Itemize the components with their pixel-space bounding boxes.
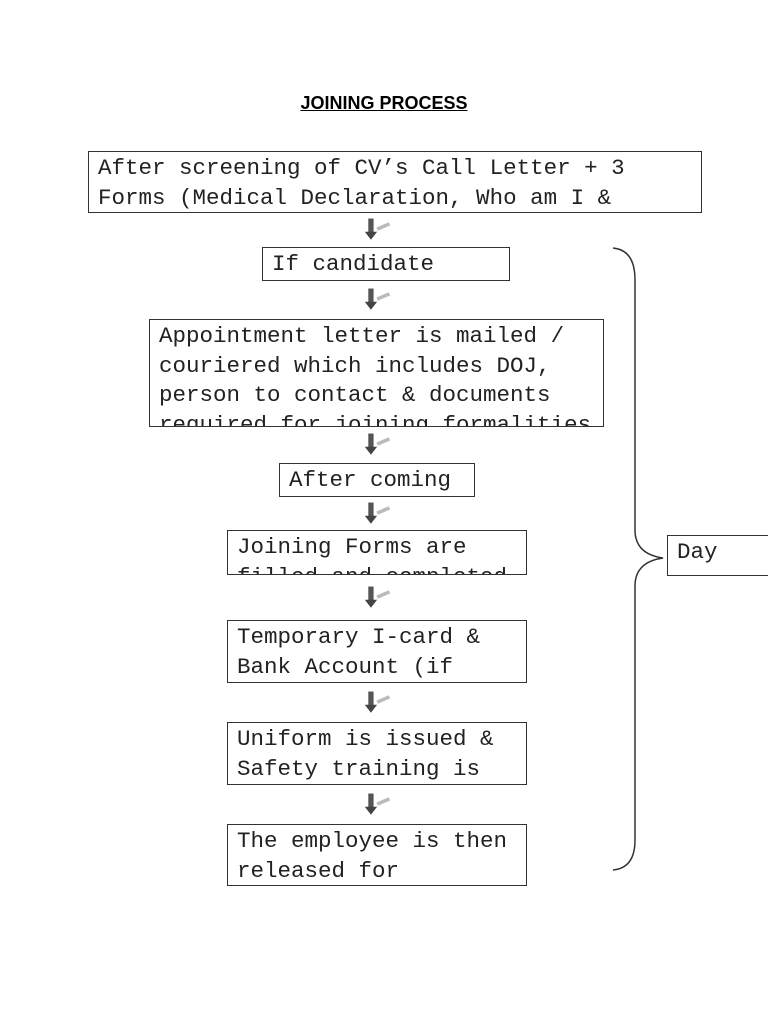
down-arrow-icon xyxy=(364,288,391,310)
down-arrow-icon xyxy=(364,793,391,815)
step-text-line: The employee is then xyxy=(237,828,508,854)
down-arrow-icon xyxy=(364,502,391,524)
process-step-box: After coming xyxy=(279,463,475,497)
down-arrow-icon xyxy=(364,586,391,608)
step-text-line: Temporary I-card & xyxy=(237,624,481,650)
step-text-line: Appointment letter is mailed / xyxy=(159,323,565,349)
process-step-box: After screening of CV’s Call Letter + 3 F… xyxy=(88,151,702,213)
step-text-line: Joining Forms are xyxy=(237,534,467,560)
down-arrow-icon xyxy=(364,691,391,713)
step-text-line: filled and completed xyxy=(237,563,526,575)
page-title: JOINING PROCESS xyxy=(300,93,468,113)
process-step-text: Temporary I-card & Bank Account (if xyxy=(228,621,526,682)
process-step-text: The employee is then released for xyxy=(228,825,526,885)
right-brace-icon xyxy=(612,247,664,871)
process-step-text: If candidate xyxy=(263,248,509,280)
process-step-text: Joining Forms are filled and completed xyxy=(228,531,526,575)
down-arrow-icon xyxy=(364,433,391,455)
step-text-line: If candidate xyxy=(272,251,435,277)
process-step-box: If candidate xyxy=(262,247,510,281)
step-text-line: couriered which includes DOJ, xyxy=(159,352,551,379)
process-step-box: Appointment letter is mailed / couriered … xyxy=(149,319,604,427)
step-text-line: released for xyxy=(237,857,400,884)
step-text-line: required for joining formalities xyxy=(159,411,592,427)
process-step-box: Joining Forms are filled and completed xyxy=(227,530,527,575)
process-step-text: After coming xyxy=(280,464,474,496)
step-text-line: After coming xyxy=(289,467,452,493)
day-label: Day xyxy=(677,539,718,565)
step-text-line: person to contact & documents xyxy=(159,382,551,408)
step-text-line: Forms (Medical Declaration, Who am I & xyxy=(98,184,612,211)
process-step-text: Uniform is issued & Safety training is xyxy=(228,723,526,784)
process-step-box: Uniform is issued & Safety training is xyxy=(227,722,527,785)
day-label-box: Day xyxy=(667,535,768,576)
process-step-text: After screening of CV’s Call Letter + 3 F… xyxy=(89,152,701,212)
step-text-line: Uniform is issued & xyxy=(237,726,494,752)
step-text-line: Bank Account (if xyxy=(237,653,454,680)
down-arrow-icon xyxy=(364,218,391,240)
step-text-line: Safety training is xyxy=(237,755,481,782)
process-step-text: Appointment letter is mailed / couriered … xyxy=(150,320,603,427)
step-text-line: After screening of CV’s Call Letter + 3 xyxy=(98,155,625,181)
process-step-box: The employee is then released for xyxy=(227,824,527,886)
process-step-box: Temporary I-card & Bank Account (if xyxy=(227,620,527,683)
